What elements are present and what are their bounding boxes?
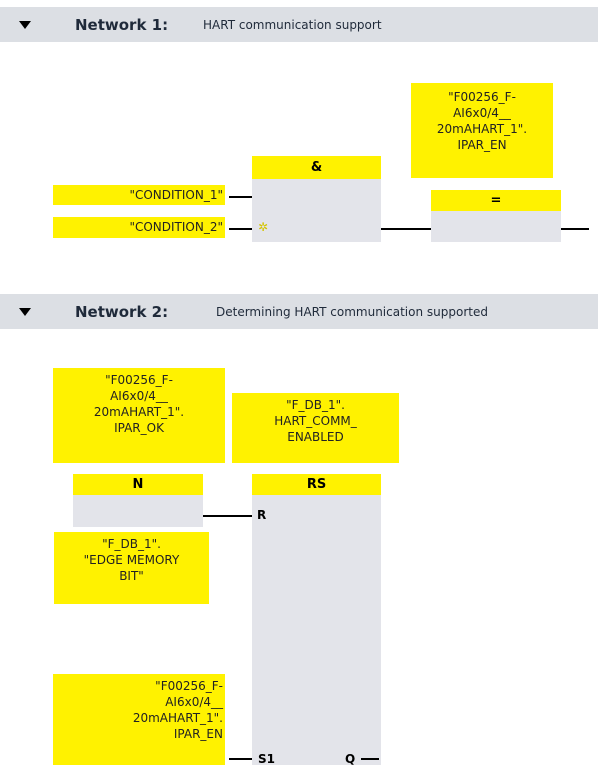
- network-2-header[interactable]: Network 2: Determining HART communicatio…: [0, 294, 598, 329]
- rs-operand-tag[interactable]: "F_DB_1". HART_COMM_ ENABLED: [232, 393, 399, 463]
- edge-tag-line: BIT": [119, 569, 144, 583]
- and-box-header[interactable]: &: [252, 156, 381, 179]
- wire: [229, 228, 252, 230]
- coil-tag-line: IPAR_EN: [457, 138, 507, 152]
- n-operand-tag[interactable]: "F00256_F- AI6x0/4__ 20mAHART_1". IPAR_O…: [53, 368, 225, 463]
- wire: [361, 758, 379, 760]
- edge-memory-tag[interactable]: "F_DB_1". "EDGE MEMORY BIT": [54, 532, 209, 604]
- network-1-comment[interactable]: HART communication support: [203, 18, 382, 32]
- coil-tag-line: 20mAHART_1".: [436, 122, 528, 136]
- s1-tag-line: IPAR_EN: [173, 727, 223, 741]
- network-2-comment[interactable]: Determining HART communication supported: [216, 305, 488, 319]
- assign-box[interactable]: [431, 211, 561, 242]
- network-1-header[interactable]: Network 1: HART communication support: [0, 7, 598, 42]
- coil-tag-line: "F00256_F-: [448, 90, 516, 104]
- s1-tag-line: AI6x0/4__: [165, 695, 223, 709]
- negate-marker-icon: ✲: [258, 220, 269, 234]
- condition-1-tag[interactable]: "CONDITION_1": [53, 185, 225, 205]
- n-box-header[interactable]: N: [73, 474, 203, 495]
- n-tag-line: AI6x0/4__: [110, 389, 168, 403]
- assign-box-header[interactable]: =: [431, 190, 561, 211]
- rs-tag-line: HART_COMM_: [274, 414, 357, 428]
- rs-tag-line: ENABLED: [287, 430, 344, 444]
- pin-s1: S1: [258, 752, 275, 766]
- wire: [229, 196, 252, 198]
- wire: [229, 758, 252, 760]
- rs-tag-line: "F_DB_1".: [286, 398, 345, 412]
- pin-q: Q: [345, 752, 356, 766]
- coil-tag[interactable]: "F00256_F- AI6x0/4__ 20mAHART_1". IPAR_E…: [411, 83, 553, 178]
- collapse-triangle-icon[interactable]: [19, 308, 31, 316]
- network-2-title: Network 2:: [75, 303, 169, 321]
- wire: [561, 228, 589, 230]
- s1-tag-line: "F00256_F-: [155, 679, 223, 693]
- and-box[interactable]: [252, 179, 381, 242]
- rs-box[interactable]: [252, 495, 381, 765]
- n-box[interactable]: [73, 495, 203, 527]
- collapse-triangle-icon[interactable]: [19, 21, 31, 29]
- coil-tag-line: AI6x0/4__: [453, 106, 511, 120]
- s1-operand-tag[interactable]: "F00256_F- AI6x0/4__ 20mAHART_1". IPAR_E…: [53, 674, 225, 765]
- wire: [381, 228, 431, 230]
- network-1-title: Network 1:: [75, 16, 169, 34]
- n-tag-line: 20mAHART_1".: [93, 405, 185, 419]
- edge-tag-line: "EDGE MEMORY: [83, 553, 180, 567]
- s1-tag-line: 20mAHART_1".: [132, 711, 223, 725]
- edge-tag-line: "F_DB_1".: [102, 537, 161, 551]
- n-tag-line: "F00256_F-: [105, 373, 173, 387]
- n-tag-line: IPAR_OK: [114, 421, 164, 435]
- rs-box-header[interactable]: RS: [252, 474, 381, 495]
- wire: [203, 515, 252, 517]
- pin-r: R: [257, 508, 267, 522]
- condition-2-tag[interactable]: "CONDITION_2": [53, 217, 225, 238]
